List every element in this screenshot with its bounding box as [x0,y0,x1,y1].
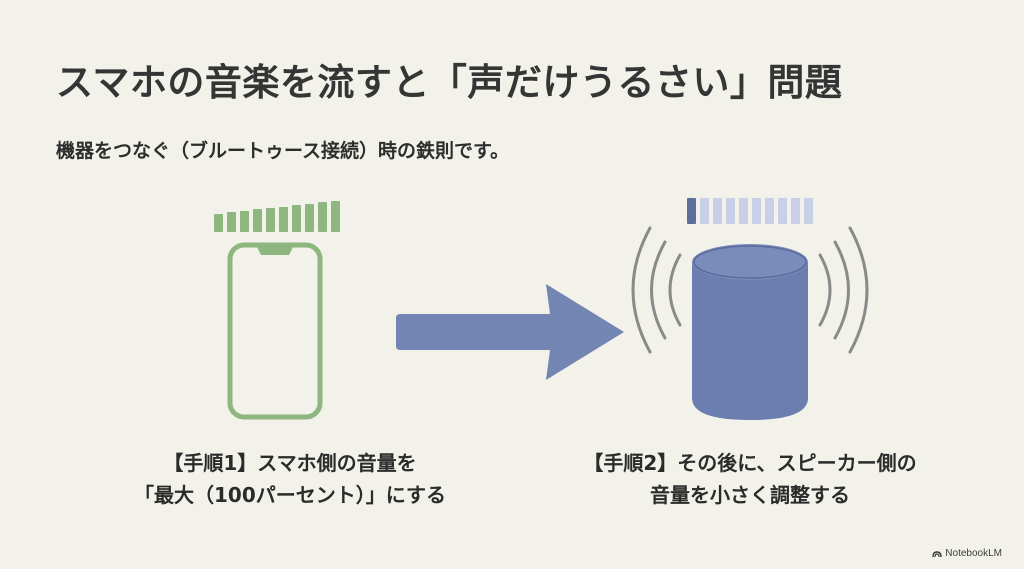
volume-segment [765,198,774,224]
volume-segment [700,198,709,224]
volume-segment [752,198,761,224]
volume-segment [266,208,275,232]
step1-line2: 「最大（100パーセント）」にする [134,483,446,507]
volume-segment [331,201,340,232]
step2-line1: 【手順2】その後に、スピーカー側の [583,451,917,475]
notebooklm-logo-icon [932,550,942,557]
speaker-icon [631,226,869,420]
volume-segment [253,209,262,232]
phone-volume-bars [214,201,340,232]
volume-segment [279,206,288,232]
right-arrow-icon [396,284,624,380]
volume-segment [240,210,249,232]
sound-wave-icon [631,226,869,354]
volume-segment [305,203,314,232]
volume-segment [292,205,301,232]
brand-badge: NotebookLM [932,548,1002,559]
page-title: スマホの音楽を流すと「声だけうるさい」問題 [56,61,843,104]
volume-segment [791,198,800,224]
step1-caption: 【手順1】スマホ側の音量を 「最大（100パーセント）」にする [110,447,470,511]
volume-segment [778,198,787,224]
volume-segment [318,202,327,232]
volume-segment [804,198,813,224]
volume-segment [713,198,722,224]
step2-line2: 音量を小さく調整する [650,483,850,507]
volume-segment [227,212,236,232]
brand-label: NotebookLM [945,548,1002,559]
volume-segment [726,198,735,224]
volume-segment [214,213,223,232]
step1-line1: 【手順1】スマホ側の音量を [163,451,417,475]
volume-segment [687,198,696,224]
speaker-volume-bars [687,198,813,224]
step2-caption: 【手順2】その後に、スピーカー側の 音量を小さく調整する [540,447,960,511]
smartphone-icon [227,242,323,420]
volume-segment [739,198,748,224]
page-subtitle: 機器をつなぐ（ブルートゥース接続）時の鉄則です。 [56,140,510,162]
